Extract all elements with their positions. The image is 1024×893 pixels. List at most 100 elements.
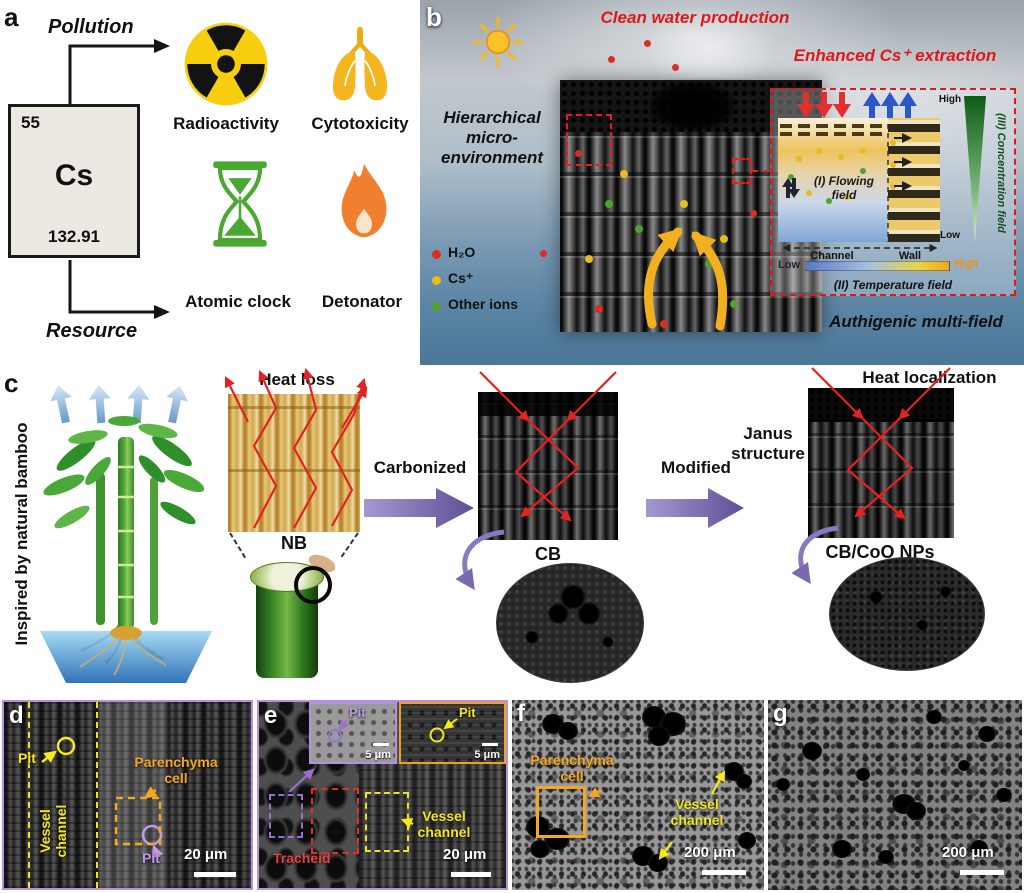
other-ion-dot — [705, 260, 713, 268]
legend-other-dot — [432, 302, 441, 311]
cesium-dot — [796, 156, 802, 162]
heat-loss-label: Heat loss — [259, 370, 335, 389]
molecule-dot — [644, 40, 651, 47]
cesium-dot — [680, 200, 688, 208]
tracheid-region-rect — [311, 788, 359, 854]
janus-cap-layer — [808, 388, 954, 422]
panel-d-tag: d — [9, 702, 24, 729]
pit-label: Pit — [349, 705, 366, 720]
wall-label: Wall — [898, 250, 922, 262]
other-ion-dot — [860, 168, 866, 174]
pit-inset-yellow-annot — [429, 718, 458, 743]
molecule-dot — [575, 150, 582, 157]
bamboo-plant-illustration — [40, 385, 212, 683]
cesium-element-box: 55 Cs 132.91 — [8, 104, 140, 258]
clean-water-label: Clean water production — [600, 8, 790, 27]
legend-cs-dot — [432, 276, 441, 285]
other-ion-dot — [826, 198, 832, 204]
panel-f: f Parenchyma cell Vessel channel 200 μm — [512, 700, 764, 890]
legend-h2o-dot — [432, 250, 441, 259]
pit-label: Pit — [142, 850, 160, 866]
sun-icon — [473, 17, 523, 67]
resource-label: Resource — [46, 320, 138, 342]
lungs-icon — [332, 27, 388, 101]
wall-surface-bar — [780, 124, 884, 128]
vessel-dashed-line — [96, 702, 98, 888]
panel-g-tag: g — [773, 700, 788, 727]
scale-text: 200 μm — [684, 844, 736, 861]
concentration-high-label: High — [938, 94, 962, 105]
concentration-low-label: Low — [940, 230, 960, 241]
legend-h2o-label: H₂O — [448, 244, 476, 260]
panel-f-tag: f — [517, 700, 525, 727]
panel-b: b Clean water production Enhanced Cs⁺ ex… — [420, 0, 1024, 365]
zoom-connector-line — [752, 170, 770, 172]
scale-bar — [702, 870, 746, 875]
multi-field-inset: (I) Flowing field Channel Wall High Low … — [770, 88, 1016, 296]
tracheid-label: Tracheid — [273, 850, 331, 866]
cytotoxicity-label: Cytotoxicity — [311, 114, 409, 133]
flowing-field-label: (I) Flowing field — [814, 174, 874, 202]
cesium-dot — [816, 148, 822, 154]
cb-coo-block — [808, 388, 954, 538]
other-ion-dot — [635, 225, 643, 233]
authigenic-label: Authigenic multi-field — [829, 312, 1003, 331]
vessel-channel-label: Vessel channel — [37, 804, 70, 858]
element-mass: 132.91 — [48, 227, 100, 246]
scale-bar — [451, 872, 491, 877]
scale-text: 20 μm — [184, 846, 228, 863]
panel-c-tag: c — [4, 368, 19, 398]
panel-f-arrows — [588, 770, 726, 860]
scale-bar — [960, 870, 1004, 875]
panel-e-tag: e — [264, 702, 278, 729]
vessel-dashed-line — [28, 702, 30, 888]
magnifier-ring — [294, 566, 332, 604]
inset-scale-text: 5 μm — [365, 749, 391, 761]
flame-icon — [341, 163, 387, 238]
coo-light-rays — [811, 367, 951, 520]
cb-label: CB — [535, 544, 561, 564]
legend-cs-label: Cs⁺ — [448, 270, 474, 286]
inspired-label: Inspired by natural bamboo — [12, 422, 31, 646]
inset-scale-bar — [373, 743, 389, 746]
parenchyma-cell-label: Parenchyma cell — [530, 752, 614, 785]
wall-surface-bar — [780, 132, 884, 136]
radioactivity-icon — [184, 22, 268, 106]
cesium-dot — [585, 255, 593, 263]
panel-e-arrows — [288, 768, 414, 829]
vessel-channel-label: Vessel channel — [417, 808, 471, 841]
inset-scale-bar — [482, 743, 498, 746]
upflow-arrows — [644, 227, 728, 331]
panel-c: c Inspired by natural bamboo — [0, 365, 1024, 700]
coo-sem-image — [830, 558, 984, 670]
panel-d-annotations — [41, 736, 164, 859]
radioactivity-label: Radioactivity — [173, 114, 279, 133]
detonator-label: Detonator — [321, 292, 403, 311]
pit-inset-purple-annot — [328, 719, 349, 743]
element-symbol: Cs — [54, 159, 94, 192]
carbonized-label: Carbonized — [373, 458, 467, 477]
modified-label: Modified — [661, 458, 731, 477]
cesium-dot — [860, 148, 866, 154]
atomic-clock-label: Atomic clock — [185, 292, 291, 311]
element-number: 55 — [21, 113, 40, 132]
cesium-dot — [620, 170, 628, 178]
panel-a: a Pollution Resource 55 Cs 132.91 Radioa… — [0, 0, 420, 365]
temperature-low-label: Low — [778, 259, 800, 271]
scale-text: 20 μm — [443, 846, 487, 863]
temperature-gradient-bar — [804, 261, 950, 271]
molecule-dot — [672, 64, 679, 71]
channel-label: Channel — [810, 250, 854, 262]
pit-label: Pit — [18, 750, 36, 766]
temperature-field-label: (II) Temperature field — [833, 278, 953, 292]
natural-bamboo-photo — [242, 551, 342, 682]
scale-text: 200 μm — [942, 844, 994, 861]
pit-region-rect — [269, 794, 303, 838]
cesium-dot — [890, 184, 896, 190]
steam-vapor — [645, 8, 775, 78]
panel-a-tag: a — [4, 2, 19, 32]
modified-arrow — [646, 488, 744, 528]
temperature-high-label: High — [954, 258, 979, 270]
channel-drawing — [778, 118, 940, 242]
